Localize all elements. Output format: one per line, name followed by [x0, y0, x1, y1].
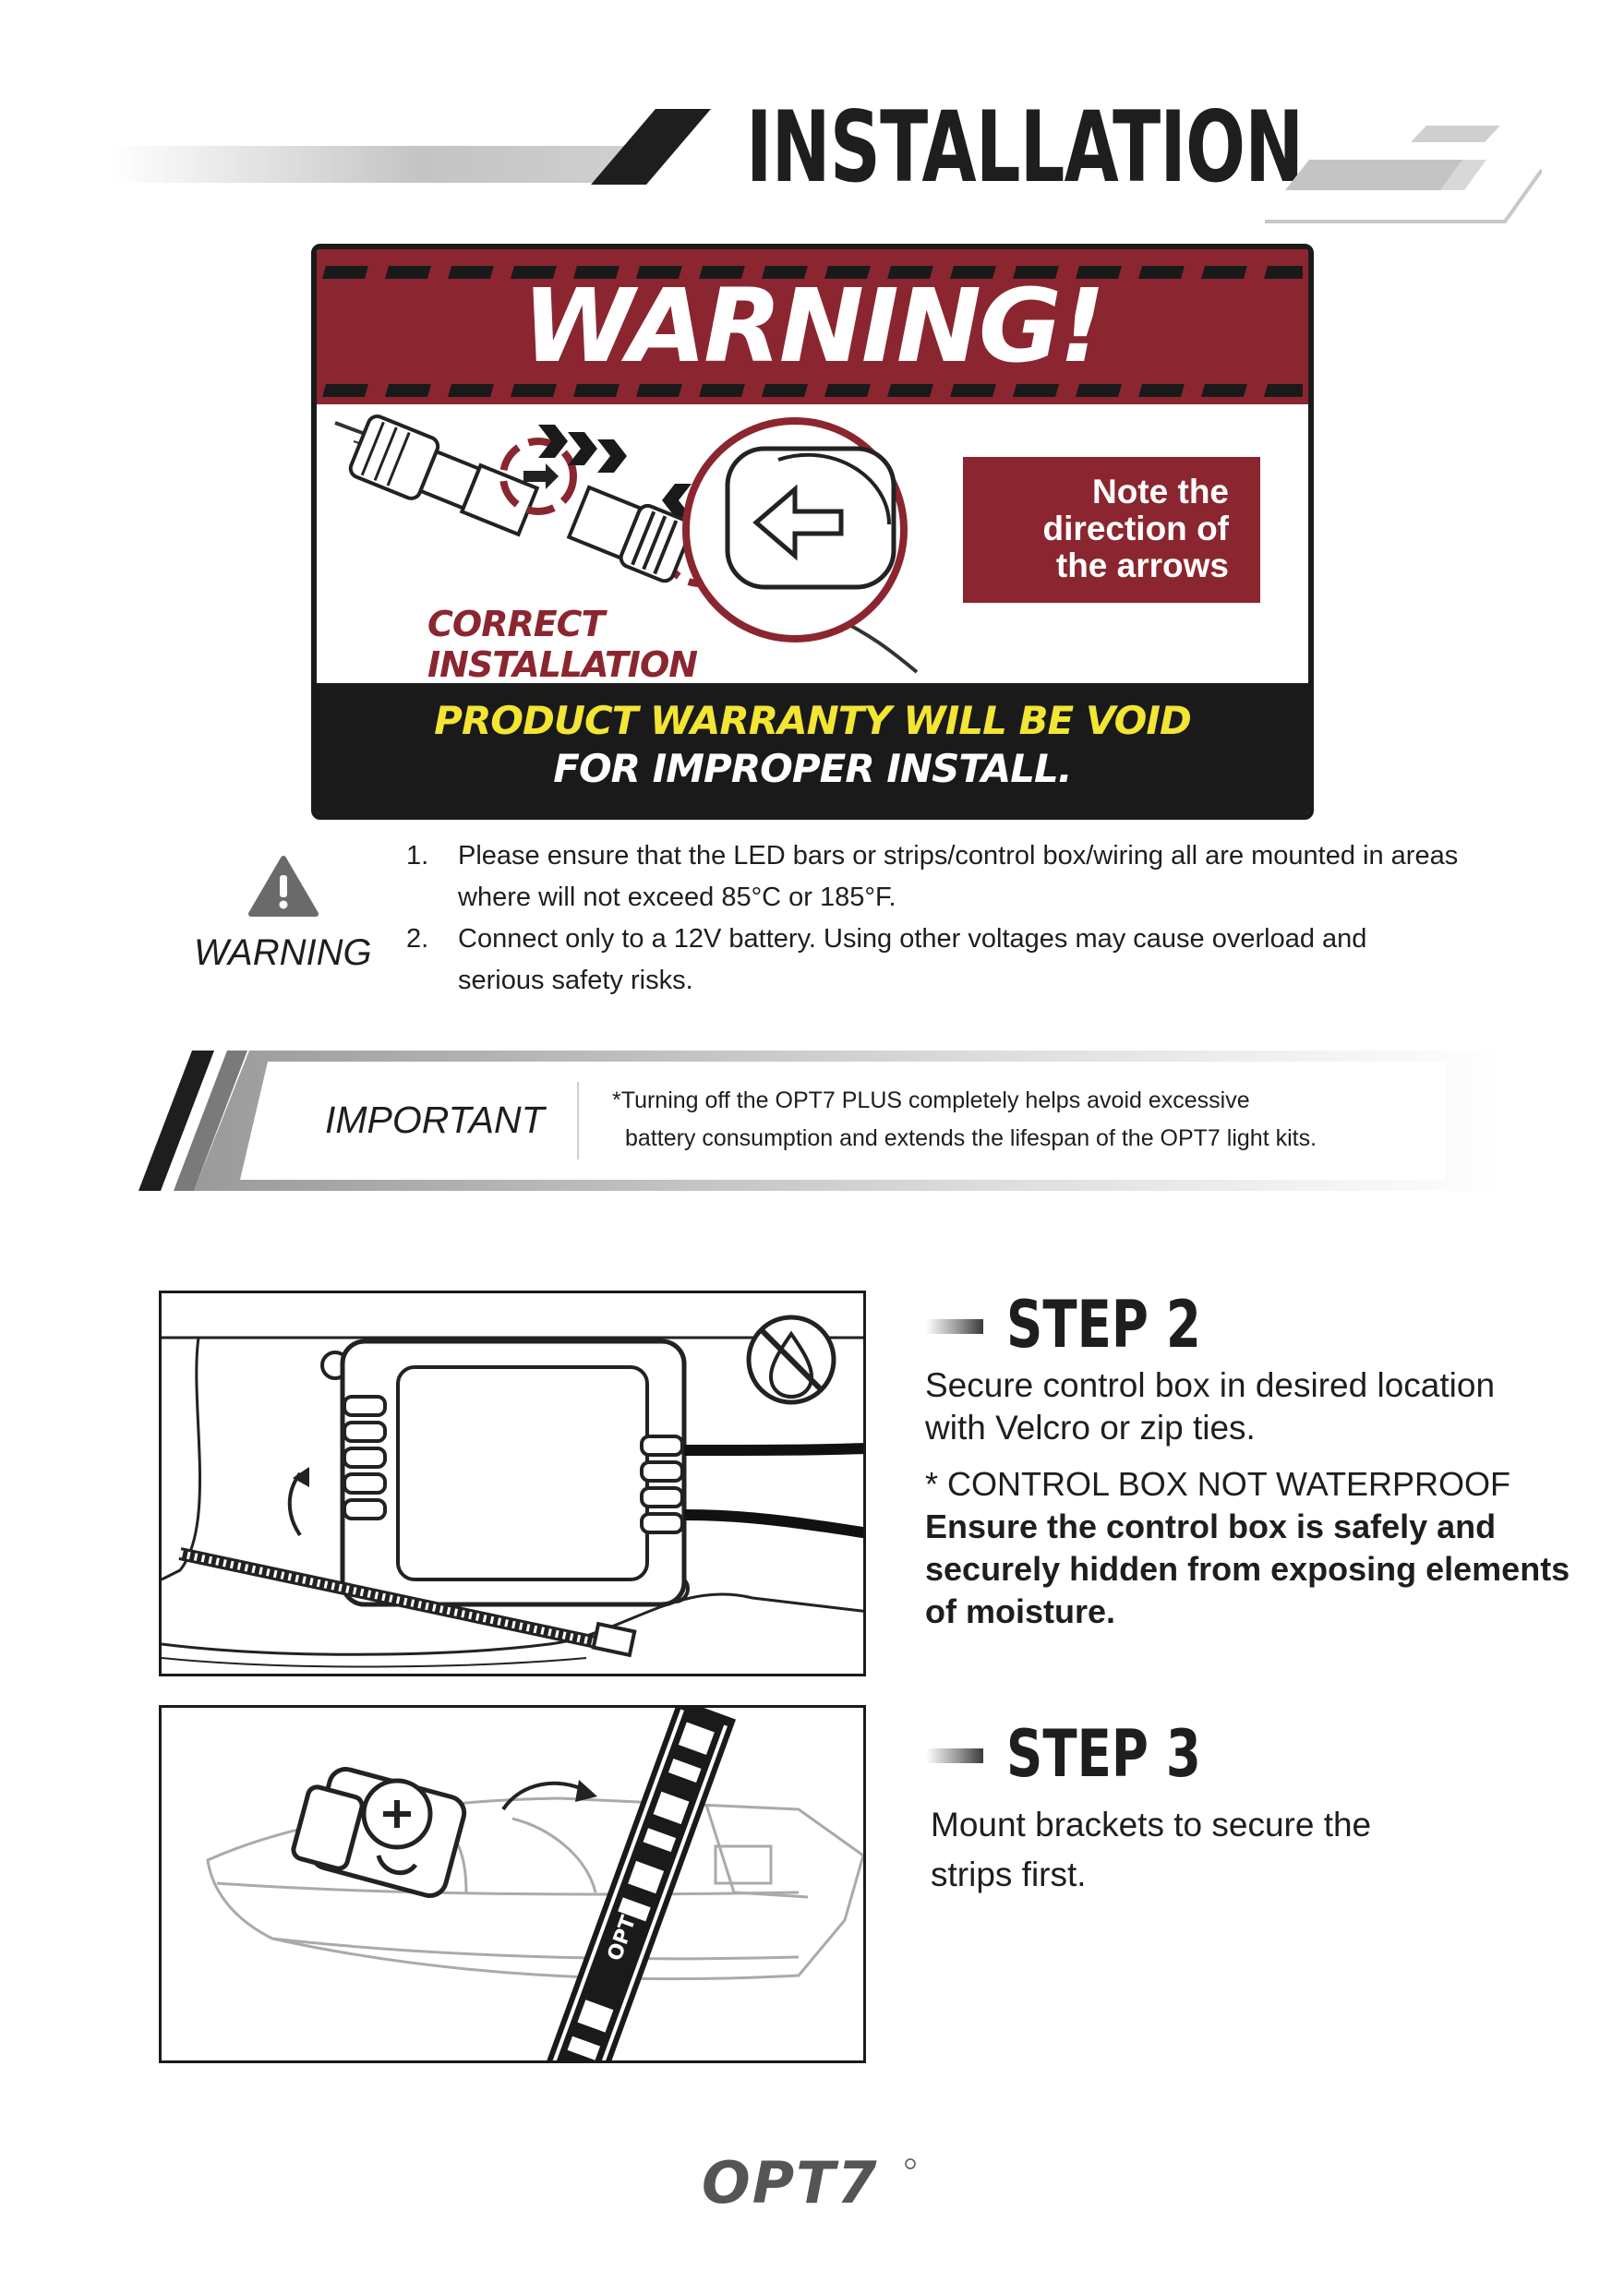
correct-line-1: CORRECT: [427, 604, 605, 644]
step3-line-2: strips first.: [931, 1856, 1087, 1893]
warranty-void-line-1: PRODUCT WARRANTY WILL BE VOID: [434, 698, 1192, 743]
step3-illustration: OPT7: [159, 1705, 866, 2063]
header-left-gradient-bar: [111, 146, 628, 183]
step2-waterproof-note: * CONTROL BOX NOT WATERPROOF Ensure the …: [925, 1463, 1608, 1633]
step2-description: Secure control box in desired location w…: [925, 1364, 1590, 1449]
correct-installation-label: CORRECT INSTALLATION: [427, 604, 760, 685]
warranty-void-bar: [317, 683, 1308, 814]
important-divider: [577, 1082, 579, 1159]
warning-headline: WARNING!: [522, 267, 1106, 385]
warning-dashes-bottom: [322, 384, 1303, 397]
opt7-logo: OPT7: [683, 2149, 960, 2216]
page-title: INSTALLATION: [746, 90, 1304, 204]
warning-item-text: Please ensure that the LED bars or strip…: [458, 841, 1459, 912]
warning-item-1: 1. Please ensure that the LED bars or st…: [406, 835, 1459, 919]
note-line-2: direction of: [1042, 510, 1229, 547]
warning-item-2: 2. Connect only to a 12V battery. Using …: [406, 919, 1459, 1002]
step2-illustration: [159, 1291, 866, 1676]
header-right-decoration: [1265, 126, 1542, 223]
step3-title: STEP 3: [1006, 1716, 1201, 1792]
warning-list: 1. Please ensure that the LED bars or st…: [406, 835, 1459, 1002]
warning-item-text: Connect only to a 12V battery. Using oth…: [458, 924, 1367, 995]
connector-illustration: [334, 414, 919, 674]
step2-line-2: with Velcro or zip ties.: [925, 1409, 1256, 1447]
logo-wordmark: OPT7: [702, 2151, 879, 2216]
bracket-mount-drawing: OPT7: [206, 1708, 863, 2060]
step3-description: Mount brackets to secure the strips firs…: [931, 1800, 1595, 1900]
header-left-slash: [591, 109, 711, 185]
correct-line-2: INSTALLATION: [427, 644, 698, 685]
warning-item-number: 2.: [406, 924, 429, 954]
step2-note-line-2: Ensure the control box is safely and: [925, 1507, 1497, 1545]
note-line-1: Note the: [1092, 473, 1229, 510]
important-line-2: battery consumption and extends the life…: [625, 1125, 1317, 1151]
step2-title: STEP 2: [1006, 1287, 1201, 1363]
warning-item-number: 1.: [406, 841, 429, 871]
step2-note-line-1: * CONTROL BOX NOT WATERPROOF: [925, 1465, 1511, 1503]
note-arrow-direction: Note the direction of the arrows: [963, 457, 1260, 603]
step2-note-line-4: of moisture.: [925, 1592, 1116, 1630]
important-line-1: *Turning off the OPT7 PLUS completely he…: [612, 1087, 1250, 1113]
warranty-void-line-2: FOR IMPROPER INSTALL.: [553, 746, 1072, 791]
control-box-drawing: [162, 1315, 863, 1668]
step3-line-1: Mount brackets to secure the: [931, 1806, 1372, 1844]
important-text: *Turning off the OPT7 PLUS completely he…: [612, 1082, 1443, 1158]
step2-title-bar: [926, 1319, 983, 1334]
warning-triangle-icon: [248, 856, 319, 917]
important-bar-background: [138, 1051, 1505, 1191]
warning-panel: WARNING!: [311, 244, 1314, 820]
step2-line-1: Secure control box in desired location: [925, 1366, 1496, 1404]
warning-dashes-top: [322, 266, 1303, 279]
note-line-3: the arrows: [1055, 546, 1229, 584]
warning-label: WARNING: [194, 932, 372, 973]
step2-note-line-3: securely hidden from exposing elements: [925, 1550, 1570, 1588]
important-label: IMPORTANT: [325, 1099, 545, 1141]
step3-title-bar: [926, 1748, 983, 1763]
